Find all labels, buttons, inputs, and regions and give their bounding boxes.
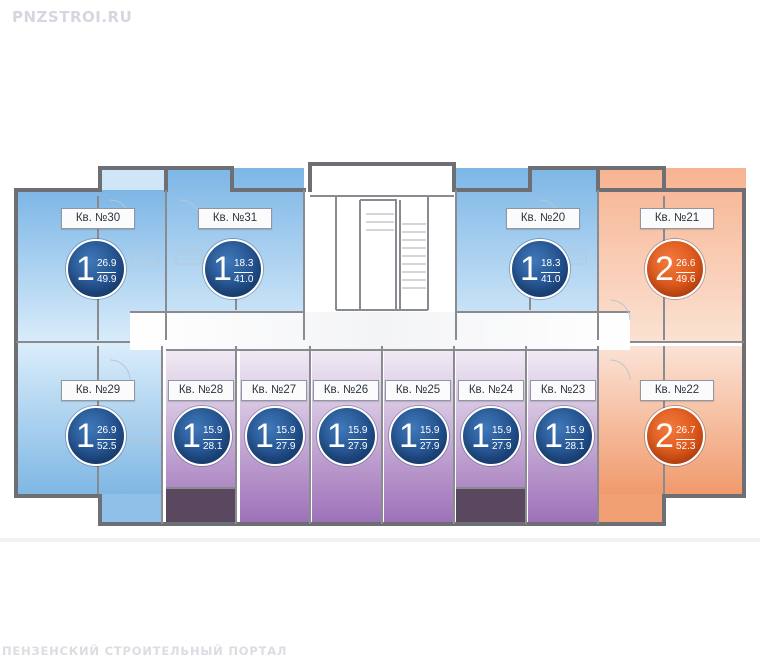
total-area: 27.9 <box>276 439 296 452</box>
living-area: 26.6 <box>676 258 696 269</box>
apartment-badge-30[interactable]: 1 26.9 49.9 <box>66 239 126 299</box>
apartment-label-22: Кв. №22 <box>640 380 714 401</box>
apartment-badge-31[interactable]: 1 18.3 41.0 <box>203 239 263 299</box>
apartment-badge-23[interactable]: 1 15.9 28.1 <box>534 406 594 466</box>
apartment-label-27: Кв. №27 <box>241 380 307 401</box>
watermark-site: PNZSTROI.RU <box>12 8 133 26</box>
apartment-label-20: Кв. №20 <box>506 208 580 229</box>
total-area: 49.9 <box>97 272 117 285</box>
total-area: 41.0 <box>541 272 561 285</box>
rooms-count: 1 <box>327 417 346 455</box>
apartment-label-29: Кв. №29 <box>61 380 135 401</box>
total-area: 41.0 <box>234 272 254 285</box>
rooms-count: 1 <box>399 417 418 455</box>
apartment-badge-24[interactable]: 1 15.9 27.9 <box>461 406 521 466</box>
apartment-badge-27[interactable]: 1 15.9 27.9 <box>245 406 305 466</box>
living-area: 15.9 <box>492 425 512 436</box>
rooms-count: 1 <box>255 417 274 455</box>
apartment-badge-22[interactable]: 2 26.7 52.3 <box>645 406 705 466</box>
apartment-badge-29[interactable]: 1 26.9 52.5 <box>66 406 126 466</box>
watermark-portal: ПЕНЗЕНСКИЙ СТРОИТЕЛЬНЫЙ ПОРТАЛ <box>2 644 288 658</box>
apartment-label-30: Кв. №30 <box>61 208 135 229</box>
living-area: 15.9 <box>203 425 223 436</box>
rooms-count: 1 <box>182 417 201 455</box>
living-area: 26.9 <box>97 258 117 269</box>
apartment-label-21: Кв. №21 <box>640 208 714 229</box>
rooms-count: 1 <box>76 417 95 455</box>
apartment-label-28: Кв. №28 <box>168 380 234 401</box>
rooms-count: 1 <box>520 250 539 288</box>
living-area: 15.9 <box>565 425 585 436</box>
apartment-label-31: Кв. №31 <box>198 208 272 229</box>
total-area: 49.6 <box>676 272 696 285</box>
rooms-count: 2 <box>655 250 674 288</box>
apartment-label-23: Кв. №23 <box>530 380 596 401</box>
total-area: 28.1 <box>203 439 223 452</box>
total-area: 52.3 <box>676 439 696 452</box>
rooms-count: 1 <box>76 250 95 288</box>
apartment-label-25: Кв. №25 <box>385 380 451 401</box>
living-area: 18.3 <box>541 258 561 269</box>
total-area: 52.5 <box>97 439 117 452</box>
rooms-count: 1 <box>544 417 563 455</box>
living-area: 15.9 <box>276 425 296 436</box>
living-area: 26.9 <box>97 425 117 436</box>
total-area: 27.9 <box>348 439 368 452</box>
rooms-count: 1 <box>213 250 232 288</box>
total-area: 28.1 <box>565 439 585 452</box>
rooms-count: 1 <box>471 417 490 455</box>
rooms-count: 2 <box>655 417 674 455</box>
total-area: 27.9 <box>420 439 440 452</box>
apartment-badge-28[interactable]: 1 15.9 28.1 <box>172 406 232 466</box>
living-area: 15.9 <box>348 425 368 436</box>
apartment-label-24: Кв. №24 <box>458 380 524 401</box>
apartment-badge-26[interactable]: 1 15.9 27.9 <box>317 406 377 466</box>
apartment-badge-25[interactable]: 1 15.9 27.9 <box>389 406 449 466</box>
apartment-badge-20[interactable]: 1 18.3 41.0 <box>510 239 570 299</box>
apartment-badge-21[interactable]: 2 26.6 49.6 <box>645 239 705 299</box>
living-area: 15.9 <box>420 425 440 436</box>
living-area: 26.7 <box>676 425 696 436</box>
total-area: 27.9 <box>492 439 512 452</box>
apartment-label-26: Кв. №26 <box>313 380 379 401</box>
living-area: 18.3 <box>234 258 254 269</box>
